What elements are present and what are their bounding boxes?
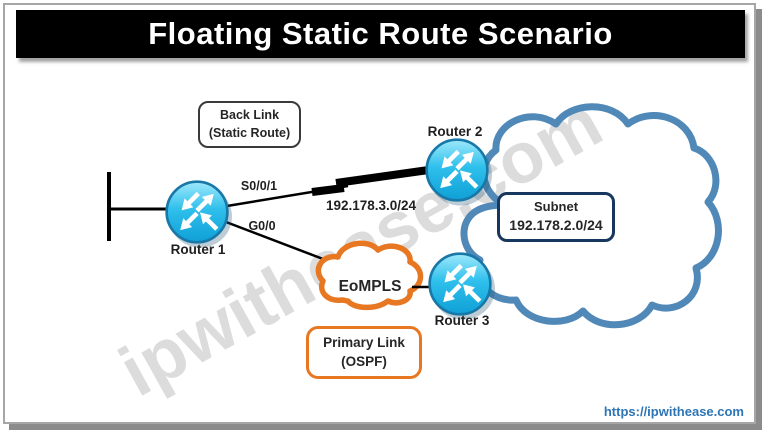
subnet-line2: 192.178.2.0/24 [509, 217, 603, 234]
back-link-line2: (Static Route) [208, 125, 291, 140]
primary-link-line2: (OSPF) [341, 353, 387, 369]
backup-link-thick-segment-1 [311, 184, 345, 196]
router1-label: Router 1 [170, 242, 226, 257]
router3-label: Router 3 [434, 313, 490, 328]
eompls-cloud [315, 240, 424, 311]
backup-subnet-label: 192.178.3.0/24 [325, 198, 417, 213]
eompls-label: EoMPLS [338, 278, 402, 295]
router1-icon [165, 180, 234, 249]
page-title: Floating Static Route Scenario [148, 16, 613, 51]
subnet-callout: Subnet 192.178.2.0/24 [497, 192, 615, 242]
primary-link-callout: Primary Link (OSPF) [306, 326, 422, 379]
interface-label-g00: G0/0 [248, 219, 276, 233]
subnet-line1: Subnet [533, 199, 579, 215]
back-link-line1: Back Link [219, 108, 280, 122]
primary-link-line1: Primary Link [323, 334, 405, 350]
interface-label-s001: S0/0/1 [240, 179, 278, 193]
router2-label: Router 2 [427, 124, 483, 139]
title-bar: Floating Static Route Scenario [16, 10, 745, 58]
footer-url-link[interactable]: https://ipwithease.com [603, 404, 744, 419]
back-link-callout: Back Link (Static Route) [198, 101, 301, 148]
